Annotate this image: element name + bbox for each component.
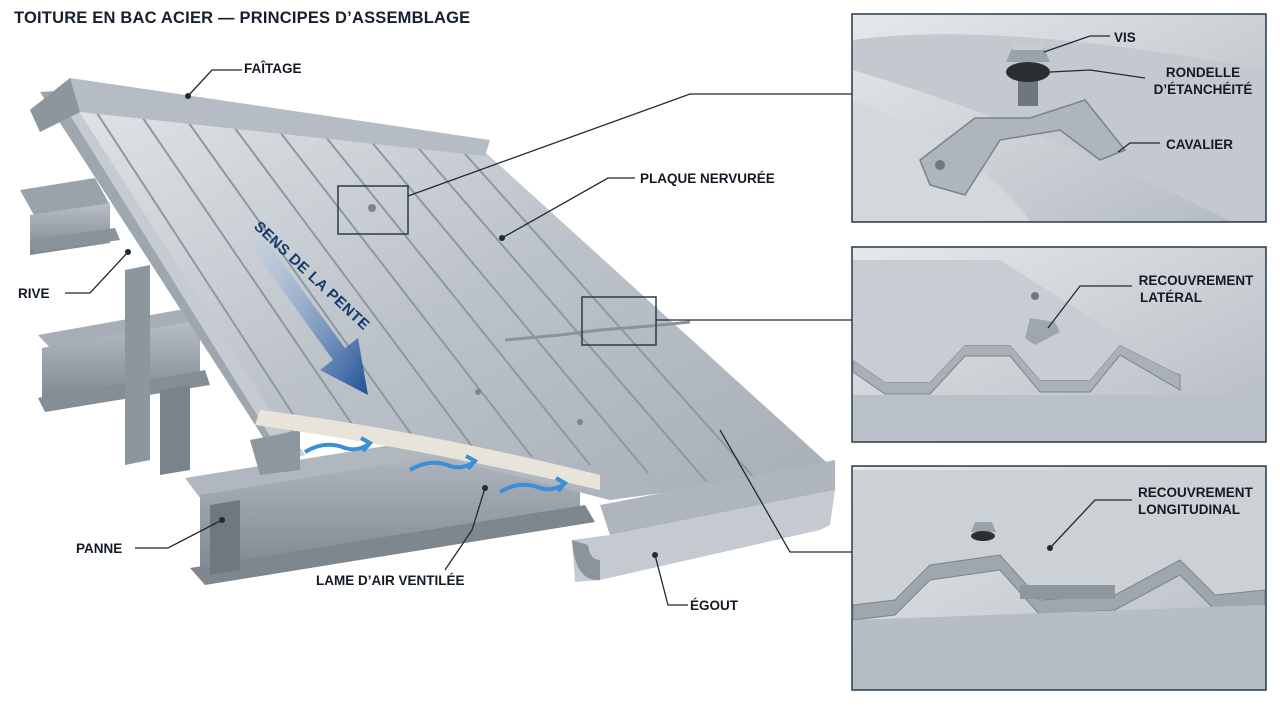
ridge-cap: [30, 78, 490, 156]
roof-rib: [140, 114, 359, 434]
detail-fixation-panel: [851, 13, 1267, 223]
air-flow-arrows: [303, 436, 569, 494]
label-longitudinal-line1: RECOUVREMENT: [1138, 485, 1253, 500]
air-flow-arrow: [498, 476, 569, 494]
label-egout: ÉGOUT: [690, 598, 739, 613]
label-recouvrement-lateral: RECOUVREMENT LATÉRAL: [1132, 272, 1260, 306]
purlin-middle: [38, 308, 210, 412]
label-rondelle-line2: D’ÉTANCHÉITÉ: [1153, 82, 1253, 97]
roof-rib: [232, 125, 475, 450]
air-flow-arrow: [408, 454, 479, 472]
slope-arrow: [250, 235, 368, 395]
roof-sheet: [75, 105, 835, 500]
fixation-callout-box: [337, 185, 409, 235]
label-rondelle-line1: RONDELLE: [1165, 65, 1241, 80]
gutter: [572, 460, 835, 582]
label-longitudinal-line2: LONGITUDINAL: [1138, 502, 1240, 517]
leader-lines: [65, 69, 852, 606]
roof-rib: [324, 135, 591, 466]
roof-ribs: [94, 109, 765, 490]
label-rondelle: RONDELLE D’ÉTANCHÉITÉ: [1148, 64, 1258, 98]
diagram-title: TOITURE EN BAC ACIER — PRINCIPES D’ASSEM…: [14, 9, 471, 27]
label-vis: VIS: [1114, 30, 1136, 45]
label-faitage: FAÎTAGE: [244, 61, 302, 76]
roof-rib: [462, 150, 765, 490]
label-panne: PANNE: [76, 541, 123, 556]
label-lame-air: LAME D’AIR VENTILÉE: [316, 573, 465, 588]
roof-rib: [416, 145, 707, 482]
roof-rib: [186, 119, 417, 442]
detail-lateral-panel: [851, 246, 1267, 443]
label-cavalier: CAVALIER: [1166, 137, 1233, 152]
detail-longitudinal-panel: [851, 465, 1267, 691]
label-recouvrement-longitudinal: RECOUVREMENT LONGITUDINAL: [1138, 484, 1253, 518]
air-flow-arrow: [303, 436, 374, 454]
label-lateral-line1: RECOUVREMENT: [1138, 273, 1254, 288]
roof-rib: [278, 130, 533, 458]
label-lateral-line2: LATÉRAL: [1140, 290, 1202, 305]
label-plaque-nervuree: PLAQUE NERVURÉE: [640, 171, 775, 186]
roof-rib: [94, 109, 301, 426]
roof-rib: [370, 140, 649, 474]
lateral-overlap-callout-box: [581, 296, 657, 346]
label-rive: RIVE: [18, 286, 50, 301]
purlin-upper: [20, 178, 120, 255]
